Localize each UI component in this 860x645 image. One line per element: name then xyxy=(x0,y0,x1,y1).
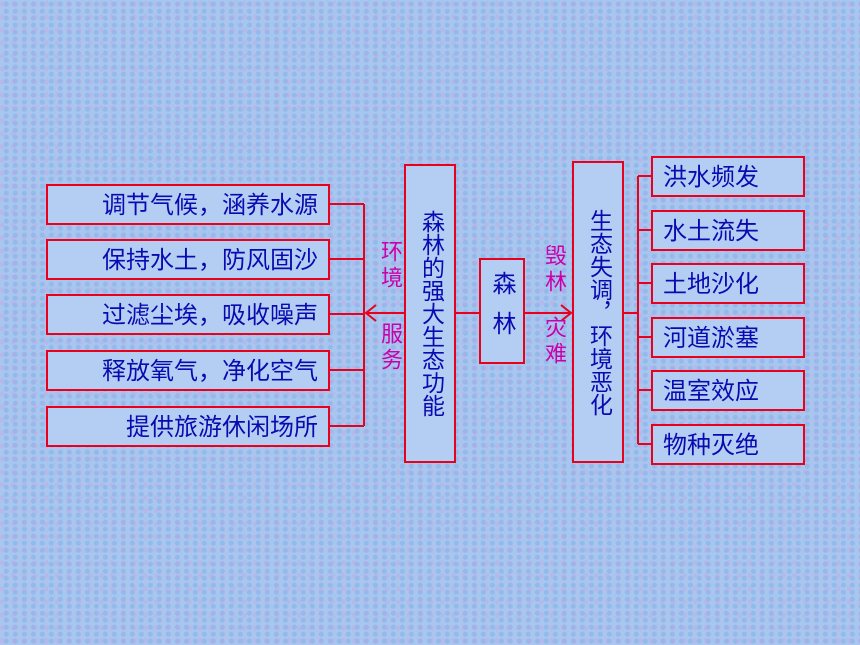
disaster-item-flood: 洪水频发 xyxy=(651,156,805,197)
disaster-item-greenhouse: 温室效应 xyxy=(651,370,805,411)
service-item-label: 保持水土，防风固沙 xyxy=(102,245,318,274)
service-item-label: 过滤尘埃，吸收噪声 xyxy=(102,300,318,329)
disaster-item-label: 温室效应 xyxy=(663,376,759,405)
ecological-imbalance-box: 生态失调，环境恶化 xyxy=(572,161,624,463)
disaster-item-label: 水土流失 xyxy=(663,216,759,245)
disaster-item-silting: 河道淤塞 xyxy=(651,317,805,358)
service-item-dust: 过滤尘埃，吸收噪声 xyxy=(46,294,330,335)
service-item-oxygen: 释放氧气，净化空气 xyxy=(46,350,330,391)
forest-text: 森林 xyxy=(488,271,516,351)
disaster-item-label: 洪水频发 xyxy=(663,162,759,191)
disaster-item-extinction: 物种灭绝 xyxy=(651,424,805,465)
service-item-label: 调节气候，涵养水源 xyxy=(102,190,318,219)
label-deforestation: 毁林 xyxy=(541,244,566,296)
service-item-soil: 保持水土，防风固沙 xyxy=(46,239,330,280)
service-item-label: 释放氧气，净化空气 xyxy=(102,356,318,385)
forest-box: 森林 xyxy=(479,258,525,364)
label-disaster: 灾难 xyxy=(541,316,566,368)
disaster-item-label: 河道淤塞 xyxy=(663,323,759,352)
disaster-item-erosion: 水土流失 xyxy=(651,210,805,251)
service-item-climate: 调节气候，涵养水源 xyxy=(46,184,330,225)
service-item-label: 提供旅游休闲场所 xyxy=(126,412,318,441)
label-service: 服务 xyxy=(377,322,402,374)
ecological-imbalance-text: 生态失调，环境恶化 xyxy=(585,208,612,416)
disaster-item-label: 土地沙化 xyxy=(663,269,759,298)
disaster-item-desertification: 土地沙化 xyxy=(651,263,805,304)
forest-function-text: 森林的强大生态功能 xyxy=(417,210,444,417)
forest-function-box: 森林的强大生态功能 xyxy=(404,164,456,463)
disaster-item-label: 物种灭绝 xyxy=(663,430,759,459)
service-item-tourism: 提供旅游休闲场所 xyxy=(46,406,330,447)
label-environment: 环境 xyxy=(377,240,402,292)
